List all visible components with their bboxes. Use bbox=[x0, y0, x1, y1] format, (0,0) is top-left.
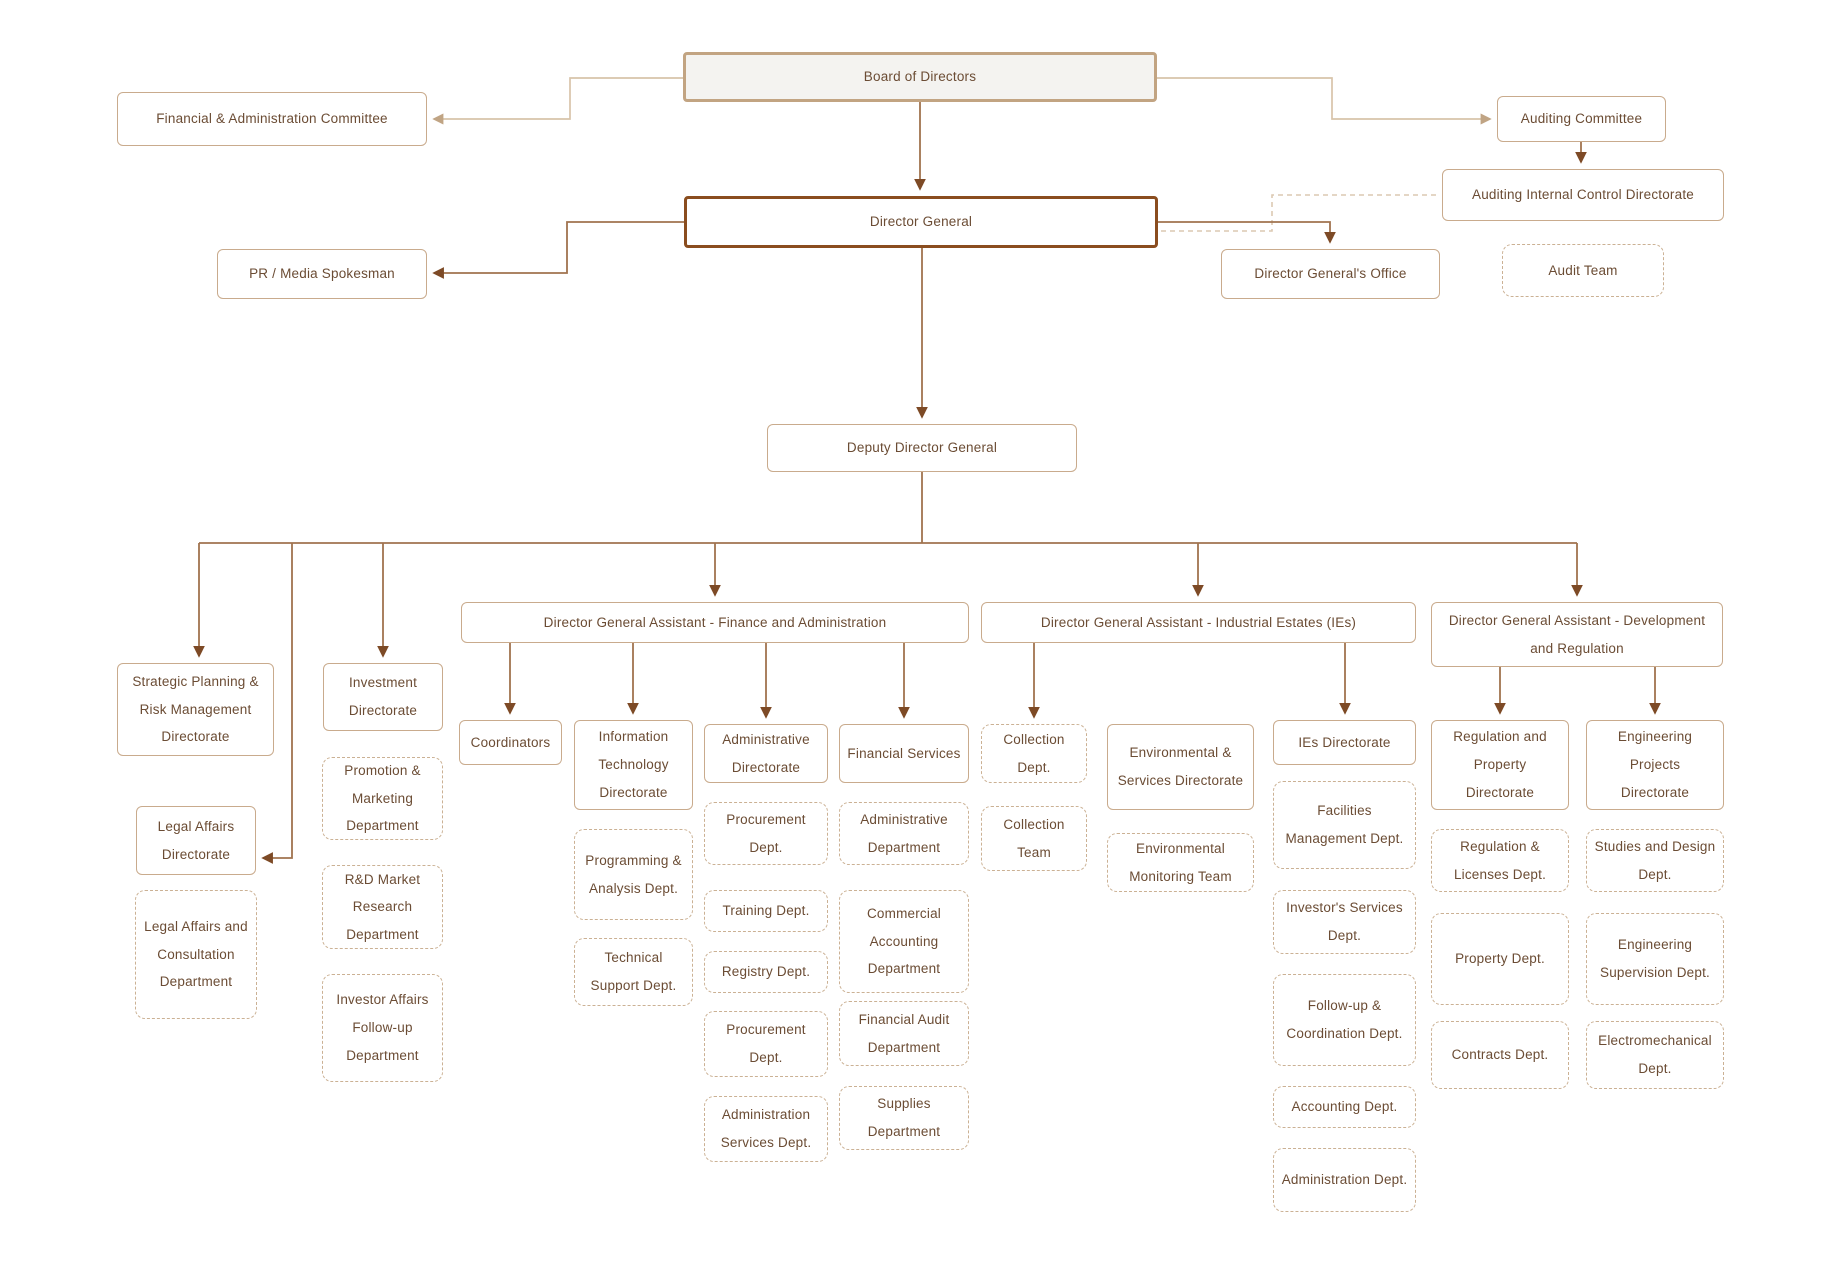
node-promotion-marketing-department: Promotion & Marketing Department bbox=[322, 757, 443, 840]
node-information-technology-directorate: Information Technology Directorate bbox=[574, 720, 693, 810]
node-engineering-supervision-dept: Engineering Supervision Dept. bbox=[1586, 913, 1724, 1005]
node-electromechanical-dept: Electromechanical Dept. bbox=[1586, 1021, 1724, 1089]
node-dga-industrial-estates: Director General Assistant - Industrial … bbox=[981, 602, 1416, 643]
node-rd-market-research-department: R&D Market Research Department bbox=[322, 865, 443, 949]
node-training-dept: Training Dept. bbox=[704, 890, 828, 932]
node-director-generals-office: Director General's Office bbox=[1221, 249, 1440, 299]
node-pr-media-spokesman: PR / Media Spokesman bbox=[217, 249, 427, 299]
node-followup-coordination-dept: Follow-up & Coordination Dept. bbox=[1273, 974, 1416, 1066]
node-deputy-director-general: Deputy Director General bbox=[767, 424, 1077, 472]
node-administration-dept: Administration Dept. bbox=[1273, 1148, 1416, 1212]
node-auditing-committee: Auditing Committee bbox=[1497, 96, 1666, 142]
node-audit-team: Audit Team bbox=[1502, 244, 1664, 297]
node-accounting-dept: Accounting Dept. bbox=[1273, 1086, 1416, 1128]
node-financial-admin-committee: Financial & Administration Committee bbox=[117, 92, 427, 146]
node-legal-affairs-directorate: Legal Affairs Directorate bbox=[136, 806, 256, 875]
node-financial-services: Financial Services bbox=[839, 724, 969, 783]
node-procurement-dept-2: Procurement Dept. bbox=[704, 1011, 828, 1077]
node-director-general: Director General bbox=[684, 196, 1158, 248]
node-registry-dept: Registry Dept. bbox=[704, 951, 828, 993]
node-contracts-dept: Contracts Dept. bbox=[1431, 1021, 1569, 1089]
node-auditing-internal-control-directorate: Auditing Internal Control Directorate bbox=[1442, 169, 1724, 221]
node-financial-audit-department: Financial Audit Department bbox=[839, 1001, 969, 1066]
node-property-dept: Property Dept. bbox=[1431, 913, 1569, 1005]
node-administration-services-dept: Administration Services Dept. bbox=[704, 1096, 828, 1162]
node-commercial-accounting-department: Commercial Accounting Department bbox=[839, 890, 969, 993]
node-dga-development-regulation: Director General Assistant - Development… bbox=[1431, 602, 1723, 667]
node-programming-analysis-dept: Programming & Analysis Dept. bbox=[574, 829, 693, 920]
node-engineering-projects-directorate: Engineering Projects Directorate bbox=[1586, 720, 1724, 810]
node-collection-team: Collection Team bbox=[981, 806, 1087, 871]
node-regulation-licenses-dept: Regulation & Licenses Dept. bbox=[1431, 829, 1569, 892]
node-ies-directorate: IEs Directorate bbox=[1273, 720, 1416, 765]
node-administrative-directorate: Administrative Directorate bbox=[704, 724, 828, 783]
node-supplies-department: Supplies Department bbox=[839, 1086, 969, 1150]
node-technical-support-dept: Technical Support Dept. bbox=[574, 938, 693, 1006]
node-environmental-services-directorate: Environmental & Services Directorate bbox=[1107, 724, 1254, 810]
node-strategic-planning-directorate: Strategic Planning & Risk Management Dir… bbox=[117, 663, 274, 756]
node-dga-finance-administration: Director General Assistant - Finance and… bbox=[461, 602, 969, 643]
node-environmental-monitoring-team: Environmental Monitoring Team bbox=[1107, 833, 1254, 892]
node-collection-dept: Collection Dept. bbox=[981, 724, 1087, 783]
node-legal-affairs-consultation-department: Legal Affairs and Consultation Departmen… bbox=[135, 890, 257, 1019]
node-coordinators: Coordinators bbox=[459, 720, 562, 765]
node-procurement-dept-1: Procurement Dept. bbox=[704, 802, 828, 865]
node-investor-affairs-followup-department: Investor Affairs Follow-up Department bbox=[322, 974, 443, 1082]
node-administrative-department: Administrative Department bbox=[839, 802, 969, 865]
node-investors-services-dept: Investor's Services Dept. bbox=[1273, 890, 1416, 954]
node-facilities-management-dept: Facilities Management Dept. bbox=[1273, 781, 1416, 869]
node-board-of-directors: Board of Directors bbox=[683, 52, 1157, 102]
node-regulation-property-directorate: Regulation and Property Directorate bbox=[1431, 720, 1569, 810]
node-studies-design-dept: Studies and Design Dept. bbox=[1586, 829, 1724, 892]
node-investment-directorate: Investment Directorate bbox=[323, 663, 443, 731]
